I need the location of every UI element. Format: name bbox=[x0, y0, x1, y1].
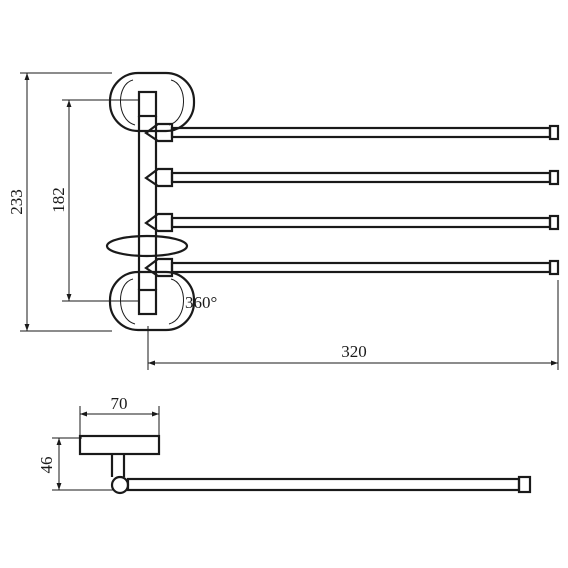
dimension-arm-length: 320 bbox=[147, 280, 559, 370]
side-view: 70 46 bbox=[37, 394, 532, 495]
side-height-label: 46 bbox=[37, 457, 56, 474]
arm-2 bbox=[144, 167, 560, 188]
arm-4 bbox=[144, 257, 560, 278]
vertical-pole bbox=[137, 116, 158, 290]
overall-height-label: 233 bbox=[7, 189, 26, 215]
side-arm bbox=[126, 475, 532, 494]
dimension-overall-height: 233 bbox=[7, 72, 112, 332]
arm-length-label: 320 bbox=[341, 342, 367, 361]
arm-3 bbox=[144, 212, 560, 233]
mount-spacing-label: 182 bbox=[49, 187, 68, 213]
top-mount-bracket bbox=[108, 71, 196, 133]
dimension-base-width: 70 bbox=[79, 394, 160, 440]
dimension-mount-spacing: 182 bbox=[49, 99, 140, 302]
dimension-side-height: 46 bbox=[37, 437, 114, 491]
rotation-ellipse bbox=[105, 234, 189, 258]
side-pivot bbox=[110, 475, 130, 495]
rotation-label: 360° bbox=[185, 293, 217, 312]
front-view: 233 182 360° 320 bbox=[7, 71, 560, 370]
side-base-plate bbox=[78, 434, 161, 456]
side-post bbox=[110, 454, 126, 477]
arm-1 bbox=[144, 122, 560, 143]
base-width-label: 70 bbox=[111, 394, 128, 413]
